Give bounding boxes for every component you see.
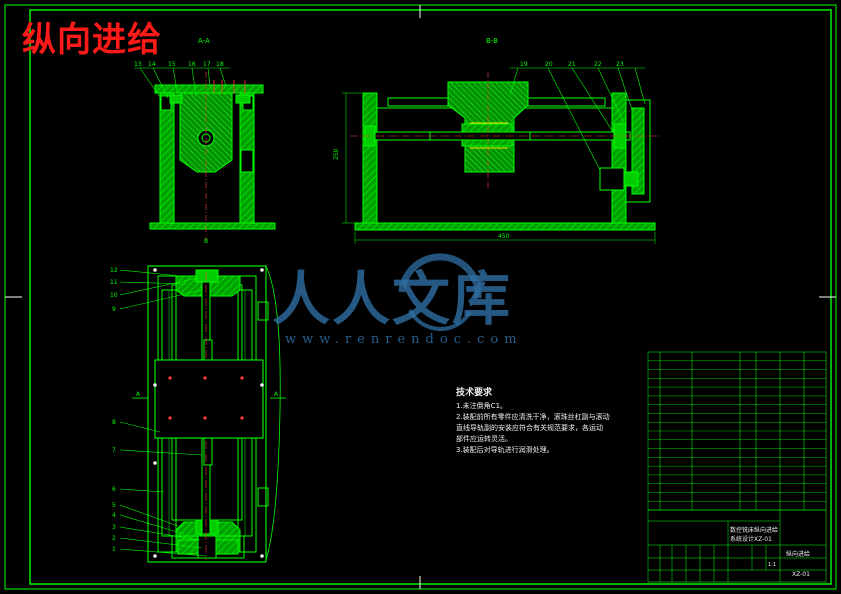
cut-mark: B [204,238,208,245]
callout-22: 22 [594,61,602,68]
tech-line-1: 1.未注倒角C1。 [456,402,508,410]
view-label-a-a: A-A [198,37,210,45]
callout-3: 3 [112,524,116,531]
callout-21: 21 [568,61,576,68]
tech-line-5: 3.装配后对导轨进行润滑处理。 [456,446,554,454]
callout-20: 20 [545,61,553,68]
section-view-b-b [342,67,660,244]
view-label-b-b: B-B [486,37,498,45]
project-name: 数控铣床纵向进给 [730,526,778,534]
callouts-top-left: 13 14 15 16 17 18 [134,61,224,68]
callout-8: 8 [112,419,116,426]
callout-12: 12 [110,267,118,274]
watermark-emblem [398,253,482,332]
callouts-top-right: 19 20 21 22 23 [520,61,624,68]
dimension-length: 450 [498,233,510,240]
watermark-url: www.renrendoc.com [285,332,523,347]
project-subtitle: 系统设计XZ-01 [730,535,772,543]
callout-11: 11 [110,279,118,286]
tech-heading: 技术要求 [456,388,493,398]
tech-line-4: 部件应运转灵活。 [456,435,512,443]
callout-1: 1 [112,546,116,553]
drawing-code: XZ-01 [792,571,810,578]
callout-10: 10 [110,292,118,299]
callout-19: 19 [520,61,528,68]
callout-6: 6 [112,486,116,493]
side-mark-right: A [274,391,279,398]
callout-7: 7 [112,447,116,454]
callouts-plan: 12 11 10 9 8 7 6 5 4 3 2 1 A A [110,267,279,553]
callout-5: 5 [112,502,116,509]
callout-18a: 18 [216,61,224,68]
callout-17: 17 [203,61,211,68]
dimension-height: 250 [333,148,340,160]
drawing-name: 纵向进给 [786,550,810,558]
drawing-title: 纵向进给 [22,20,162,60]
parts-list-rows [648,360,826,502]
callout-2: 2 [112,535,116,542]
technical-requirements: 技术要求 1.未注倒角C1。 2.装配前所有零件应清洗干净，滚珠丝杠副与滚动 直… [456,388,610,456]
callout-9: 9 [112,306,116,313]
callout-15: 15 [168,61,176,68]
side-mark-left: A [136,391,141,398]
callout-4: 4 [112,512,116,519]
section-view-a-a [134,67,276,240]
watermark-chinese: 人人文库 [272,265,513,333]
callout-14: 14 [148,61,156,68]
callout-23: 23 [616,61,624,68]
plan-view [119,265,286,563]
callout-16: 16 [188,61,196,68]
title-block [647,509,827,583]
drawing-scale: 1:1 [768,562,776,568]
callout-13: 13 [134,61,142,68]
tech-line-2: 2.装配前所有零件应清洗干净，滚珠丝杠副与滚动 [456,413,610,421]
title-block-text: 数控铣床纵向进给 系统设计XZ-01 纵向进给 XZ-01 1:1 [730,526,810,578]
tech-line-3: 直线导轨副的安装应符合有关规范要求，各运动 [456,424,603,432]
drawing-frame [4,4,837,590]
